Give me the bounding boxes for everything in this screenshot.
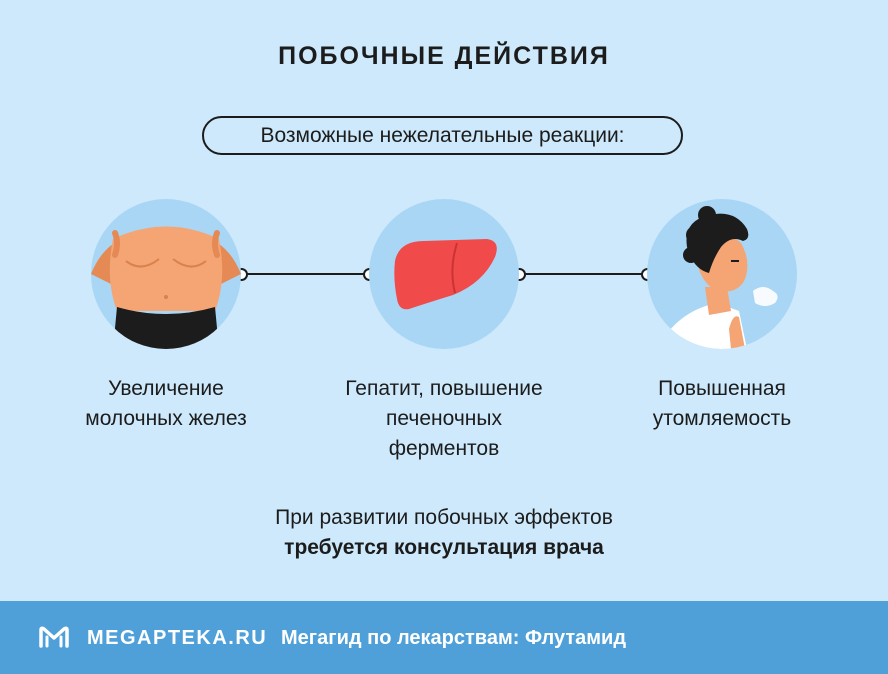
torso-icon [91, 226, 241, 349]
torso-illustration [91, 199, 241, 349]
liver-illustration [369, 199, 519, 349]
page-title: ПОБОЧНЫЕ ДЕЙСТВИЯ [278, 42, 610, 70]
effect-caption-2: Гепатит, повышение печеночных ферментов [345, 377, 543, 460]
tired-man-icon [657, 206, 778, 349]
brand-link[interactable]: MEGAPTEKA.RU [87, 627, 268, 649]
footer-bar: MEGAPTEKA.RU Мегагид по лекарствам: Флут… [0, 601, 888, 674]
effect-caption-1: Увеличение молочных желез [85, 377, 247, 430]
connector-line-1 [245, 273, 365, 275]
effect-caption-3: Повышенная утомляемость [652, 377, 792, 430]
megapteka-logo-icon[interactable] [38, 625, 70, 649]
doctor-note: При развитии побочных эффектов требуется… [0, 503, 888, 563]
liver-icon [394, 239, 497, 310]
note-line: При развитии побочных эффектов [275, 506, 613, 529]
footer-caption: Мегагид по лекарствам: Флутамид [281, 627, 627, 649]
connector-line-2 [522, 273, 642, 275]
note-emphasis: требуется консультация врача [284, 536, 604, 559]
subtitle-pill: Возможные нежелательные реакции: [202, 116, 683, 155]
tired-man-illustration [647, 199, 797, 349]
